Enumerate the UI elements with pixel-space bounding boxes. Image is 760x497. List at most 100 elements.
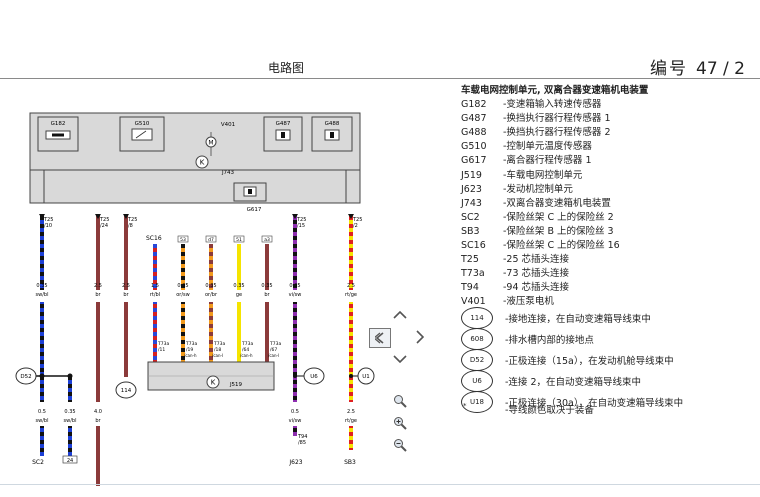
legend-code: G487 (461, 113, 487, 125)
label-sb3: SB3 (344, 459, 356, 466)
connector-arrow (123, 214, 129, 219)
g510-sensor: G510 (119, 116, 165, 152)
svg-text:G487: G487 (276, 121, 291, 127)
wire-size: 0.35 (36, 283, 47, 289)
legend-row: J519-车载电网控制单元 (461, 167, 582, 181)
wire-sw-bl (40, 426, 44, 456)
zoom-icon[interactable] (390, 392, 410, 410)
wire-sw-bl (40, 302, 44, 402)
wire-rt-bl (153, 302, 157, 362)
wire-color-code: br (264, 292, 270, 298)
zoom-out-icon[interactable] (390, 436, 410, 454)
wire-br (96, 214, 100, 290)
node-d52: D52 (15, 367, 37, 385)
wire-color-code: sw/bl (36, 418, 49, 424)
t73a-signal: /can-l (268, 353, 279, 358)
chevron-left-icon[interactable] (369, 328, 391, 348)
legend-row: G182-变速箱输入转速传感器 (461, 96, 601, 110)
connector-label: T25 (296, 217, 306, 223)
legend-row: T73a-73 芯插头连接 (461, 265, 569, 279)
wire-color-code: br (123, 292, 129, 298)
wire-br (124, 214, 128, 290)
wire-sw-bl (68, 376, 72, 402)
footer-divider (0, 484, 760, 485)
wire-size: 2.5 (347, 283, 355, 289)
legend-code: G510 (461, 141, 487, 153)
legend-description: -73 芯插头连接 (503, 268, 570, 280)
note-marker: * (463, 402, 467, 410)
chevron-down-icon[interactable] (390, 350, 410, 368)
wire-br (124, 302, 128, 377)
legend-row: SC2-保险丝架 C 上的保险丝 2 (461, 209, 614, 223)
wire-size: 2.5 (347, 409, 355, 415)
wire-vi-sw (293, 302, 297, 402)
wire-size: 0.35 (289, 283, 300, 289)
svg-text:J743: J743 (221, 170, 235, 176)
t73a-signal: /can-h (184, 353, 197, 358)
wire-size: 0.35 (64, 409, 75, 415)
t73a-label: T73a (213, 341, 225, 347)
zoom-in-icon[interactable] (390, 414, 410, 432)
node-u6: U6 (303, 367, 325, 385)
legend-code: G617 (461, 155, 487, 167)
legend-description: -发动机控制单元 (503, 183, 573, 195)
legend-row: G488-换挡执行器行程传感器 2 (461, 124, 611, 138)
svg-text:U1: U1 (362, 374, 370, 380)
legend-code: SC16 (461, 240, 486, 251)
pin-label: /8 (128, 223, 133, 229)
wire-sw-bl (40, 214, 44, 290)
legend-code: J743 (461, 197, 482, 209)
t73a-pin: /19 (186, 347, 193, 353)
svg-text:M: M (208, 140, 213, 147)
legend-description: -保险丝架 B 上的保险丝 3 (503, 225, 614, 237)
chevron-up-icon[interactable] (390, 306, 410, 324)
wire-rt-ge (349, 426, 353, 450)
t73a-label: T73a (241, 341, 253, 347)
label-24: 24 (67, 458, 73, 464)
wire-size: 1.5 (151, 283, 159, 289)
v401-motor: V401 M (205, 122, 235, 156)
legend-description: -双离合器变速箱机电装置 (503, 197, 611, 209)
legend-row: J743 -双离合器变速箱机电装置 (461, 195, 611, 209)
t73a-pin: /11 (158, 347, 165, 353)
legend-description: -换挡执行器行程传感器 1 (503, 113, 611, 125)
svg-text:U6: U6 (310, 374, 318, 380)
legend-description: -保险丝架 C 上的保险丝 2 (503, 211, 614, 223)
t73a-pin: /18 (214, 347, 221, 353)
connector-label: T25 (127, 217, 137, 223)
pin-box (205, 235, 217, 243)
label-sc2: SC2 (32, 459, 44, 466)
wire-sw-bl (68, 426, 72, 456)
legend-description: -接地连接，在自动变速箱导线束中 (505, 314, 651, 325)
legend-title: 车载电网控制单元, 双离合器变速箱机电装置 (461, 85, 649, 96)
t73a-signal: /can-h (240, 353, 253, 358)
wire-rt-ge (349, 214, 353, 290)
chevron-right-icon[interactable] (410, 328, 430, 346)
legend-description: -正极连接（15a），在发动机舱导线束中 (505, 356, 674, 367)
legend-description: -正极连接（30a），在自动变速箱导线束中 (505, 398, 684, 409)
legend-row: T94-94 芯插头连接 (461, 279, 569, 293)
connector-arrow (95, 214, 101, 219)
wire-size: 0.5 (38, 409, 46, 415)
wire-br (96, 302, 100, 402)
t94-label: T94 (297, 434, 307, 440)
legend-row: G617 -离合器行程传感器 1 (461, 152, 592, 166)
wire-or-sw (181, 244, 185, 290)
wire-vi-sw (293, 214, 297, 290)
pin-box (233, 235, 245, 243)
page-number-value: 47 / 2 (696, 59, 745, 79)
legend-row: T25-25 芯插头连接 (461, 251, 569, 265)
wire-size: 2.5 (94, 283, 102, 289)
svg-text:G617: G617 (247, 207, 262, 213)
t73a-pin: /67 (270, 347, 277, 353)
page-number-label: 编号 (650, 59, 688, 79)
wire-color-code: vi/sw (289, 418, 302, 424)
pin-label: /24 (100, 223, 108, 229)
legend-description: -离合器行程传感器 1 (503, 155, 592, 167)
connector-label: T25 (352, 217, 362, 223)
node-u1: U1 (357, 367, 375, 385)
g182-sensor: G182 (37, 116, 79, 152)
t73a-label: T73a (185, 341, 197, 347)
wire-or-sw (181, 302, 185, 362)
pin-label: 51 (236, 237, 242, 243)
